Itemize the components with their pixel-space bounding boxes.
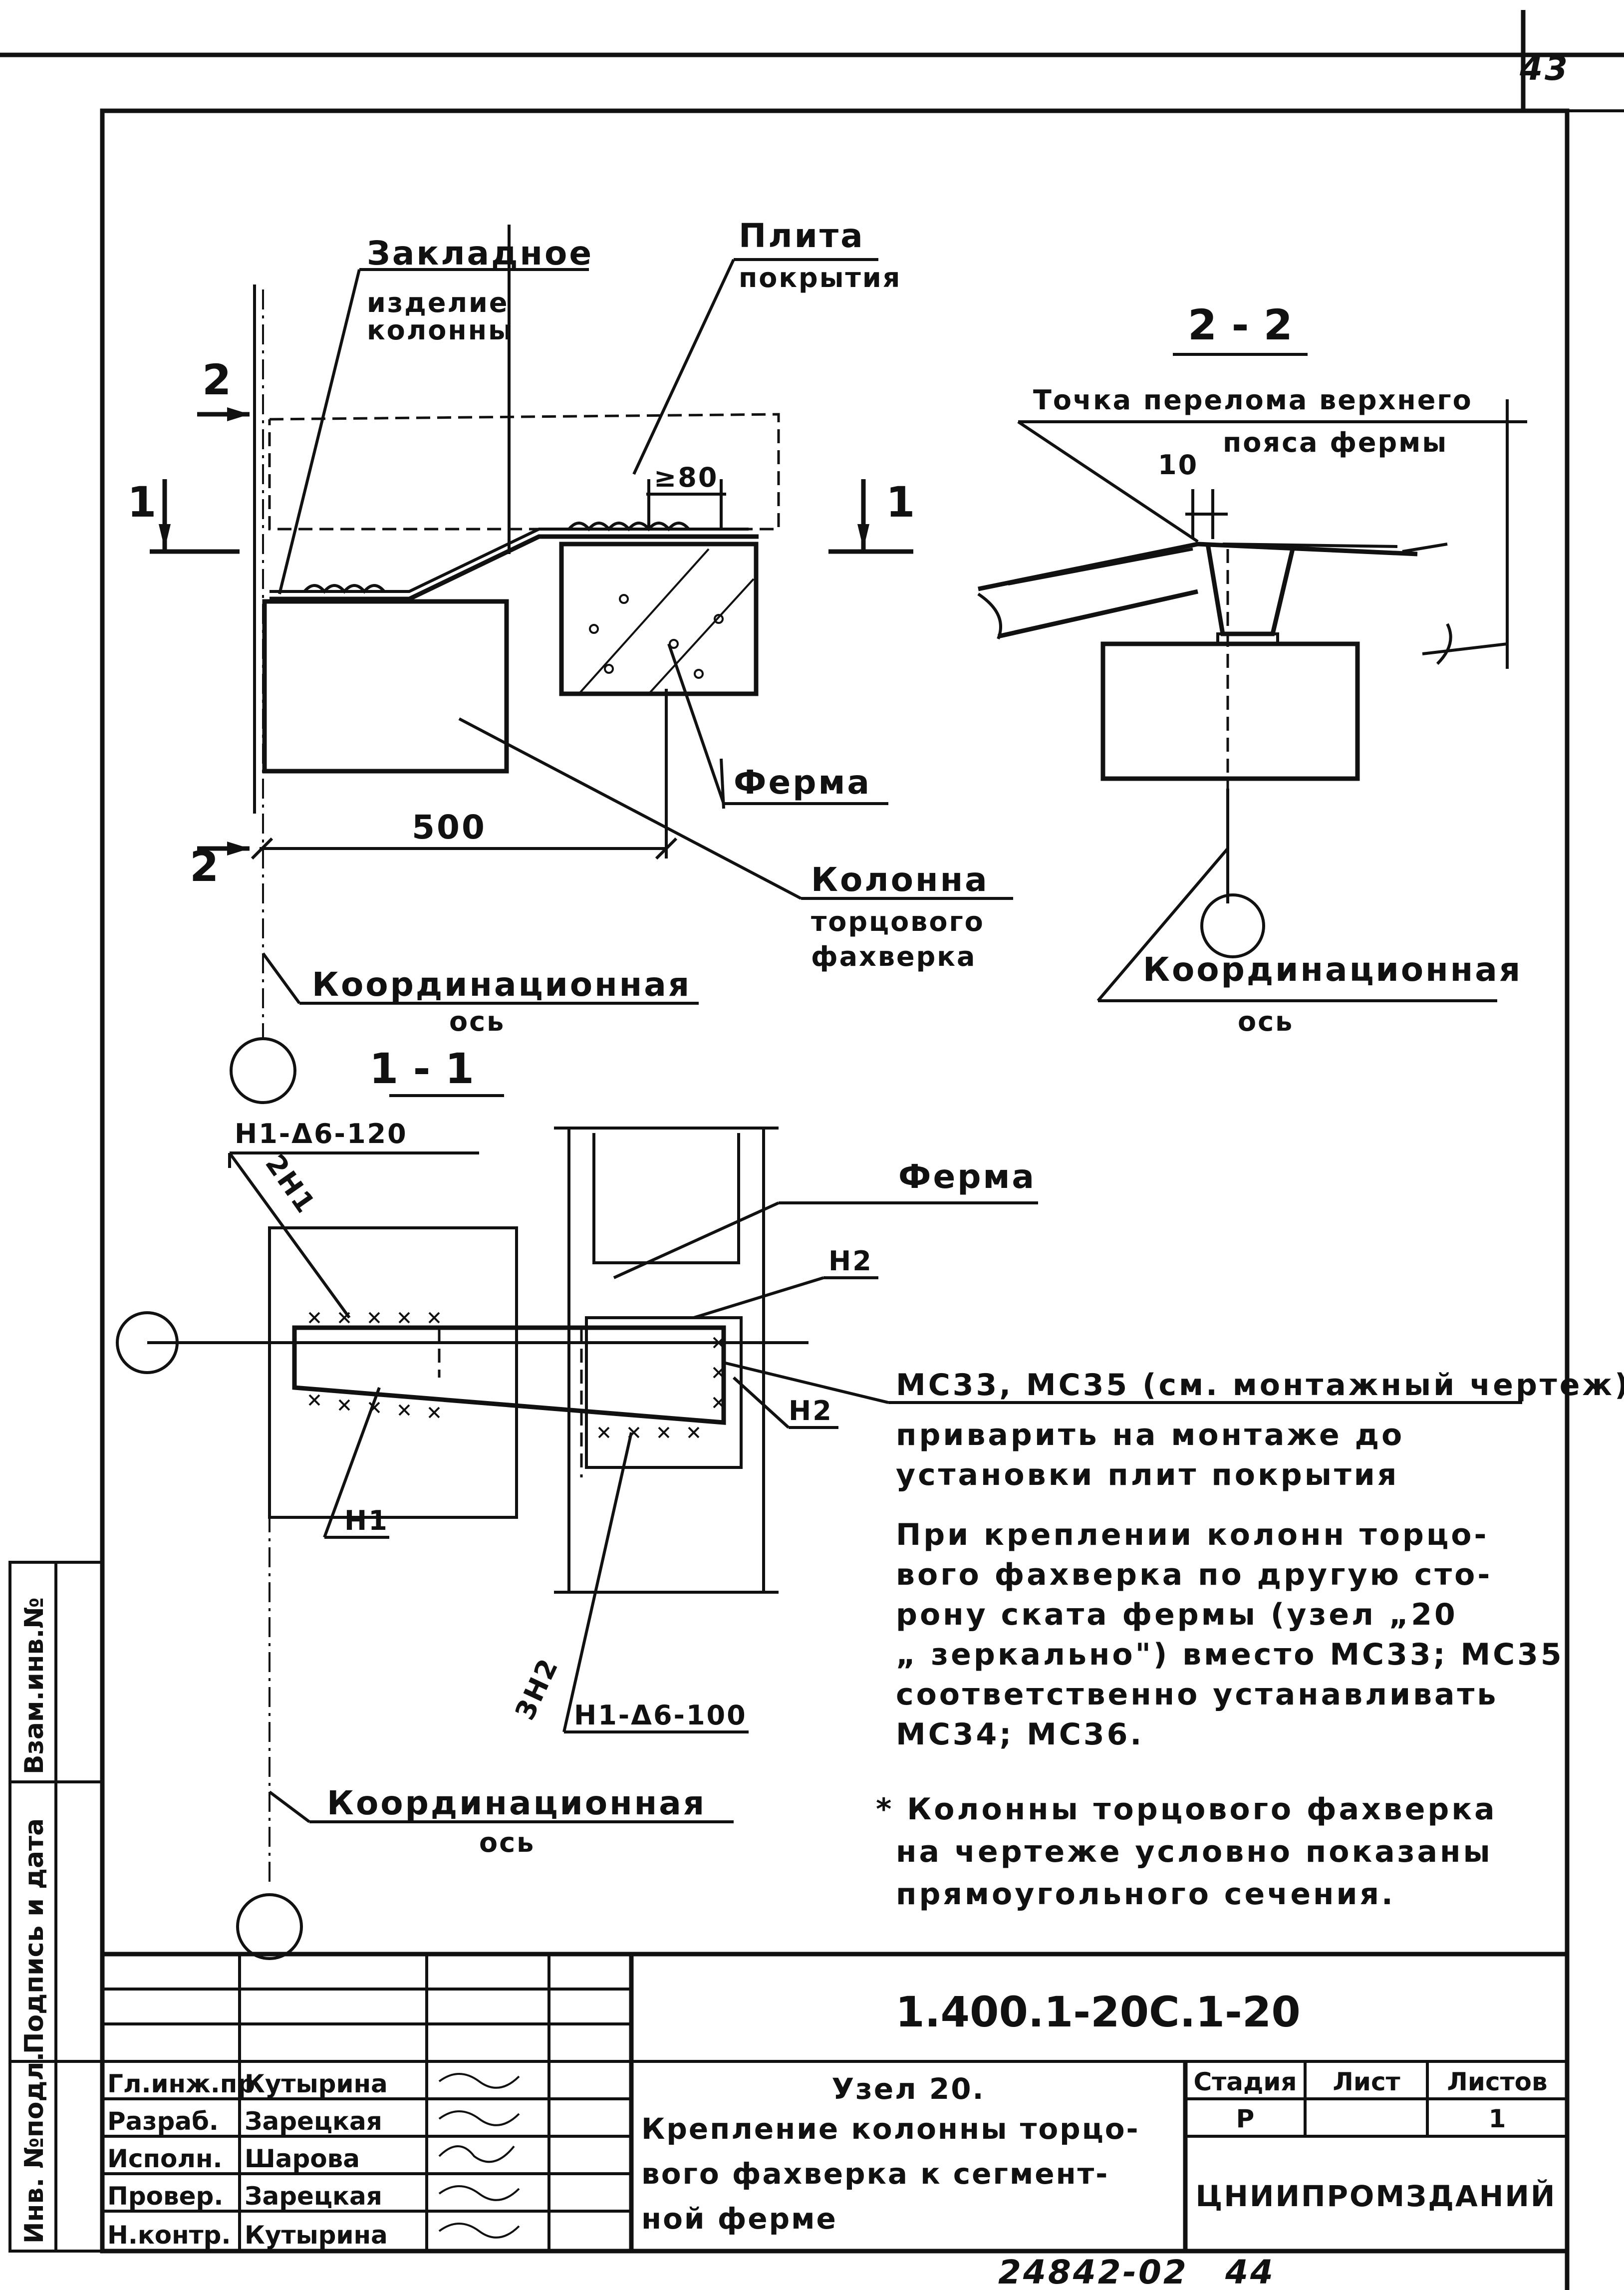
label-column-2: торцового xyxy=(811,906,985,937)
title-line4: ной ферме xyxy=(641,2202,837,2236)
page-number: 43 xyxy=(1519,49,1570,88)
label-slab-1: Плита xyxy=(739,217,865,255)
axis-label-22-1: Координационная xyxy=(1143,950,1522,989)
weld-top-label: Н1-Δ6-120 xyxy=(235,1118,408,1149)
title-line1: Узел 20. xyxy=(831,2072,985,2106)
axis-label-11-2: ось xyxy=(479,1827,535,1858)
dim-offset-10: 10 xyxy=(1158,449,1198,481)
role-0: Гл.инж.пр xyxy=(107,2069,255,2098)
label-embedded-1: Закладное xyxy=(367,234,593,273)
label-embedded-3: колонны xyxy=(367,314,514,346)
axis-label-11-1: Координационная xyxy=(327,1784,706,1822)
note2-line6: МС34; МС36. xyxy=(896,1717,1144,1752)
section-mark-2-top: 2 xyxy=(202,355,231,404)
label-break-2: пояса фермы xyxy=(1223,427,1448,458)
note2-line5: соответственно устанавливать xyxy=(896,1677,1498,1712)
role-4: Н.контр. xyxy=(107,2221,231,2250)
label-truss-plan: Ферма xyxy=(898,1157,1036,1196)
col-stage: Стадия xyxy=(1194,2067,1297,2096)
dim-width: 500 xyxy=(412,808,487,847)
note-ref-line: МС33, МС35 (см. монтажный чертеж) xyxy=(896,1368,1624,1403)
label-column-1: Колонна xyxy=(811,860,989,899)
note2-line2: вого фахверка по другую сто- xyxy=(896,1557,1492,1592)
sheet-frame xyxy=(0,10,1624,2290)
note3-line2: на чертеже условно показаны xyxy=(896,1834,1493,1869)
col-sheet: Лист xyxy=(1333,2067,1400,2096)
stage-value: Р xyxy=(1236,2104,1255,2133)
section-mark-1-right: 1 xyxy=(886,478,915,527)
note3-line3: прямоугольного сечения. xyxy=(896,1877,1395,1912)
note1-line2: установки плит покрытия xyxy=(896,1457,1399,1492)
doc-code: 1.400.1-20С.1-20 xyxy=(895,1988,1301,2036)
side-sign-date: Подпись и дата xyxy=(19,1818,49,2054)
axis-label-left-1: Координационная xyxy=(312,965,691,1004)
section-1-1 xyxy=(116,1094,1522,1960)
dim-min-bearing: ≥80 xyxy=(654,462,718,493)
role-1: Разраб. xyxy=(107,2107,219,2136)
mark-n1: Н1 xyxy=(344,1505,389,1536)
detail-elevation xyxy=(150,225,1013,1104)
section-2-2 xyxy=(977,353,1527,1002)
label-embedded-2: изделие xyxy=(367,287,509,318)
footer-code: 24842-02 xyxy=(998,2253,1188,2290)
axis-label-left-2: ось xyxy=(449,1006,505,1037)
note1-line1: приварить на монтаже до xyxy=(896,1418,1404,1452)
note2-line3: рону ската фермы (узел „20 xyxy=(896,1597,1458,1632)
title-line3: вого фахверка к сегмент- xyxy=(641,2157,1109,2191)
section-2-2-title: 2 - 2 xyxy=(1188,300,1293,349)
weld-bottom-count: 3Н2 xyxy=(509,1653,565,1725)
role-3: Провер. xyxy=(107,2182,223,2211)
note2-line4: „ зеркально") вместо МС33; МС35 xyxy=(896,1637,1564,1672)
sheets-value: 1 xyxy=(1489,2104,1506,2133)
section-mark-1-left: 1 xyxy=(127,478,156,527)
footer-number: 44 xyxy=(1225,2253,1275,2290)
title-line2: Крепление колонны торцо- xyxy=(641,2112,1140,2146)
notes: МС33, МС35 (см. монтажный чертеж) привар… xyxy=(876,1368,1624,1912)
col-sheets: Листов xyxy=(1447,2067,1547,2096)
note2-line1: При креплении колонн торцо- xyxy=(896,1517,1489,1552)
weld-bottom-label: Н1-Δ6-100 xyxy=(574,1700,747,1731)
name-2: Шарова xyxy=(245,2144,360,2173)
organization: ЦНИИПРОМЗДАНИЙ xyxy=(1196,2179,1557,2213)
name-0: Кутырина xyxy=(245,2069,388,2098)
side-stamp: Взам.инв.№ Подпись и дата Инв. №подл. xyxy=(8,1561,104,2253)
mark-n2-top: Н2 xyxy=(828,1245,873,1277)
label-break-1: Точка перелома верхнего xyxy=(1033,384,1473,416)
section-1-1-title: 1 - 1 xyxy=(369,1044,474,1093)
name-1: Зарецкая xyxy=(245,2107,382,2136)
section-mark-2-bottom: 2 xyxy=(190,842,219,891)
label-truss-elevation: Ферма xyxy=(734,763,871,802)
name-3: Зарецкая xyxy=(245,2182,382,2211)
weld-marks-top xyxy=(303,522,690,594)
weld-x-marks xyxy=(308,1312,725,1438)
side-inv-replace: Взам.инв.№ xyxy=(19,1597,49,1774)
note3-line1: * Колонны торцового фахверка xyxy=(876,1792,1497,1827)
role-2: Исполн. xyxy=(107,2144,223,2173)
side-inv-orig: Инв. №подл. xyxy=(19,2052,49,2244)
name-4: Кутырина xyxy=(245,2221,388,2250)
axis-label-22-2: ось xyxy=(1238,1006,1294,1037)
mark-n2-right: Н2 xyxy=(789,1395,833,1427)
label-column-3: фахверка xyxy=(811,941,976,972)
title-block xyxy=(102,1952,1567,2251)
concrete-hatch xyxy=(578,548,755,695)
label-slab-2: покрытия xyxy=(739,262,901,293)
